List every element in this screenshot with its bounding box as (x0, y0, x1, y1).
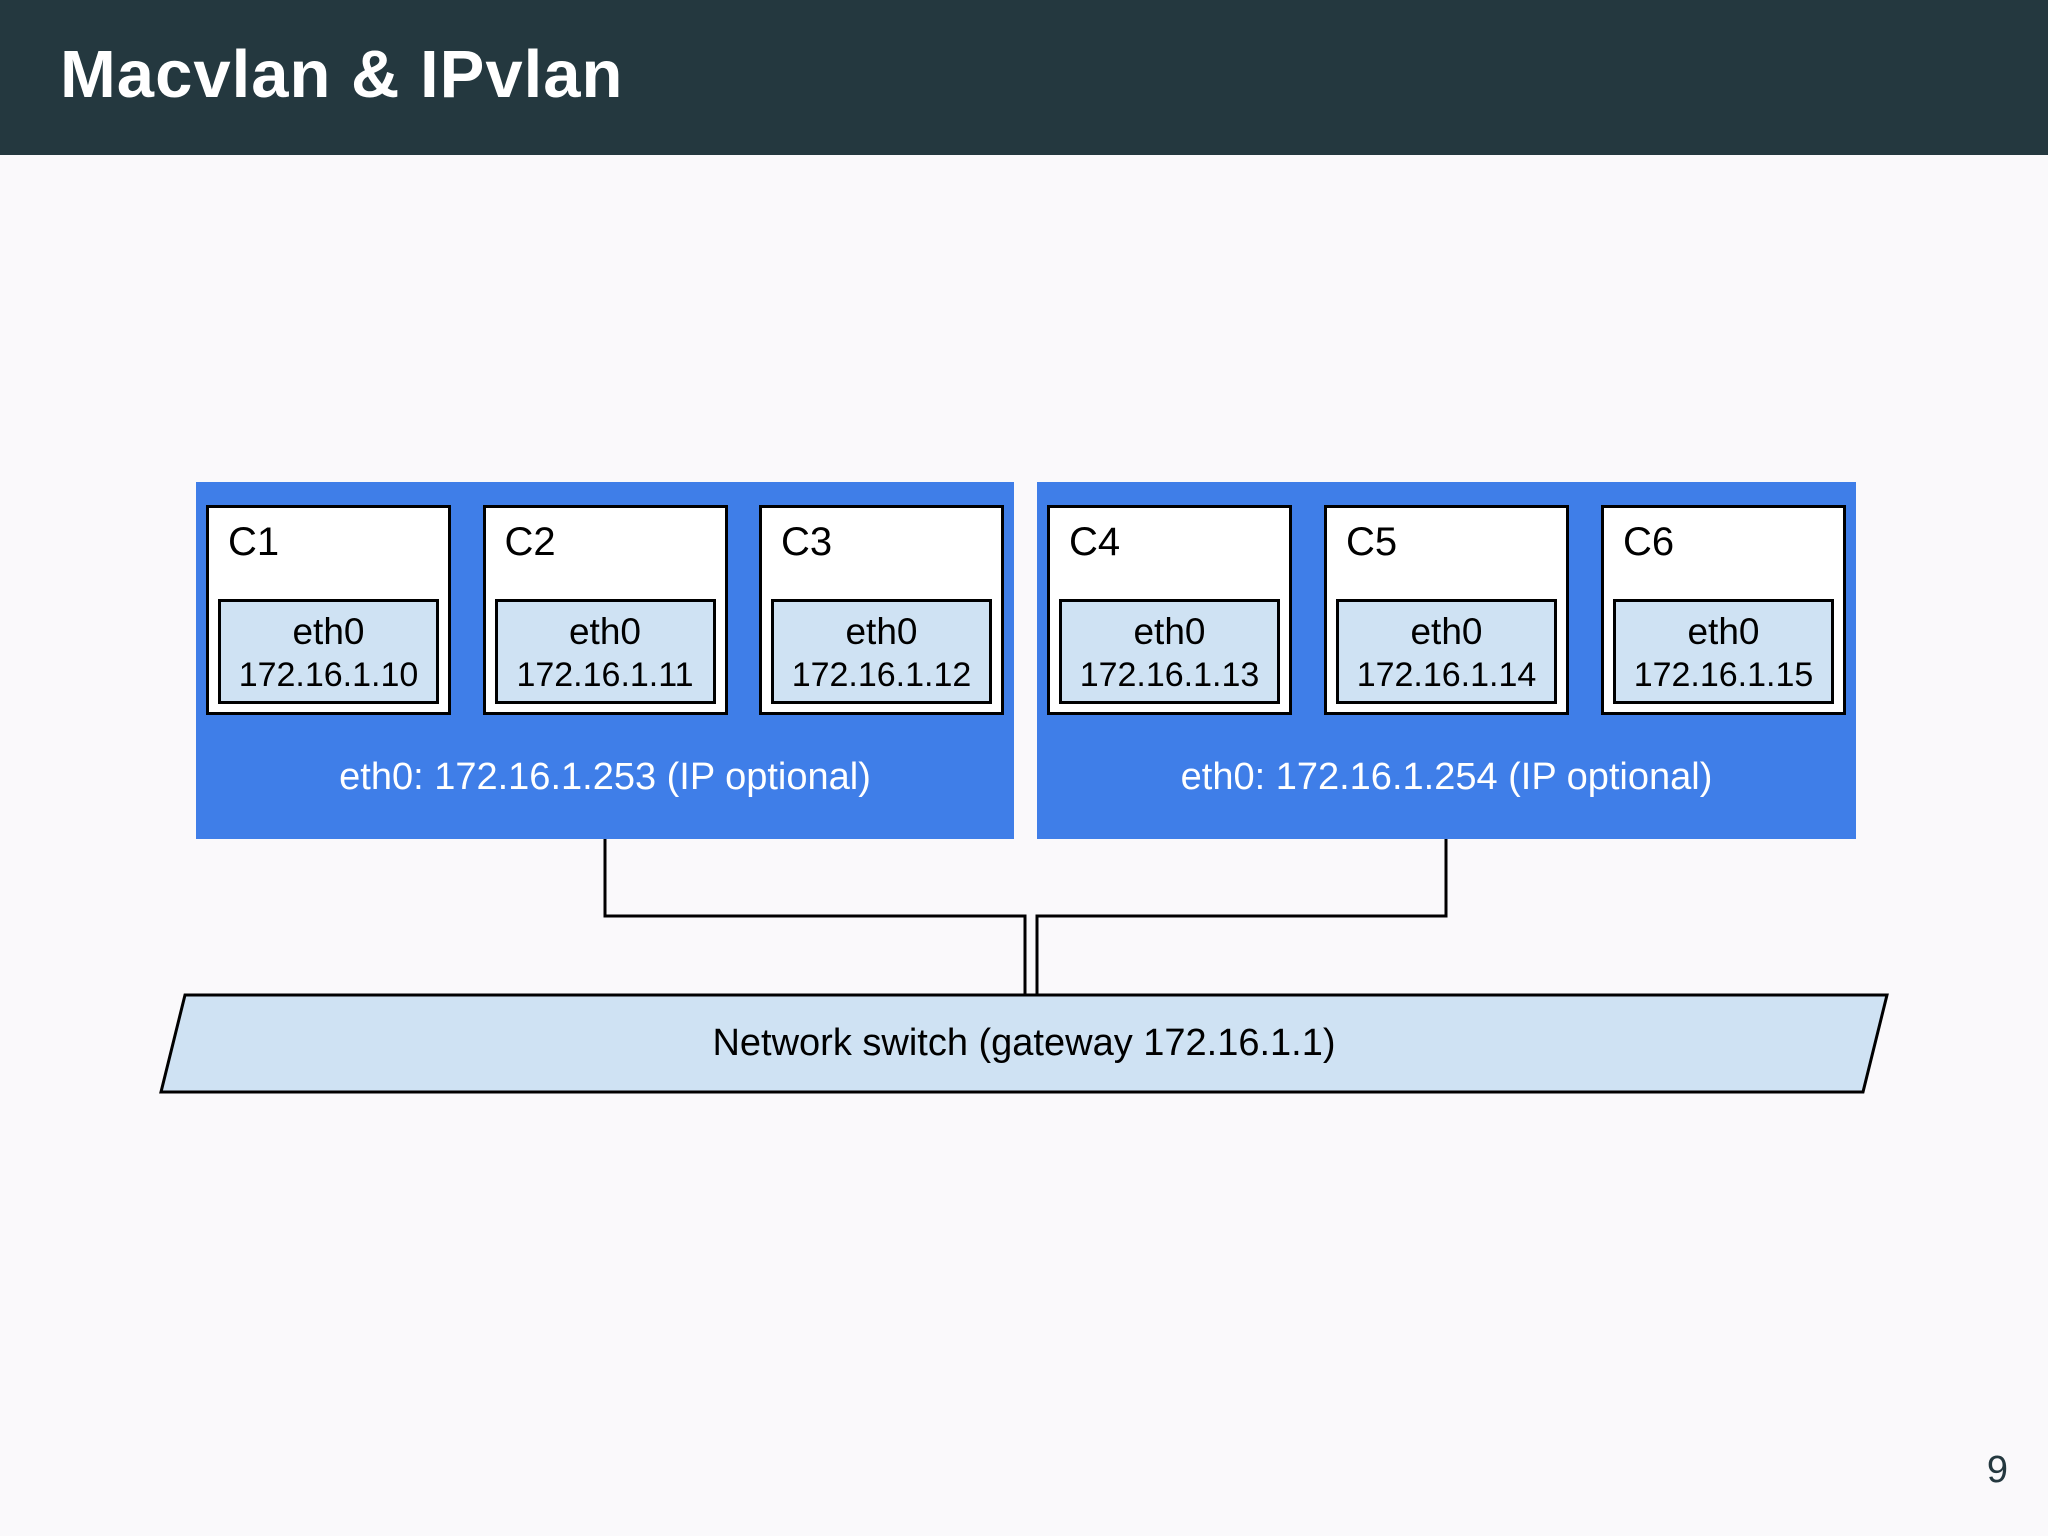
container-c1-nic: eth0 172.16.1.10 (218, 599, 439, 704)
connector-left-host-to-switch (603, 837, 1027, 995)
host-left-eth-label: eth0: 172.16.1.253 (IP optional) (339, 755, 871, 798)
nic-iface: eth0 (845, 610, 918, 652)
host-right-containers: C4 eth0 172.16.1.13 C5 eth0 172.16.1.14 … (1037, 482, 1856, 715)
container-name: C5 (1346, 520, 1398, 564)
container-c4-nic: eth0 172.16.1.13 (1059, 599, 1280, 704)
host-box-left: C1 eth0 172.16.1.10 C2 eth0 172.16.1.11 … (196, 482, 1014, 839)
container-c4: C4 eth0 172.16.1.13 (1047, 505, 1292, 715)
container-c6-nic: eth0 172.16.1.15 (1613, 599, 1834, 704)
nic-iface: eth0 (568, 610, 641, 652)
nic-iface: eth0 (292, 610, 365, 652)
container-name: C3 (781, 520, 833, 564)
connector-right-host-to-switch (1035, 837, 1448, 995)
page-number: 9 (1986, 1449, 2008, 1491)
nic-iface: eth0 (1410, 610, 1483, 652)
container-name: C1 (228, 520, 280, 564)
container-c1: C1 eth0 172.16.1.10 (206, 505, 451, 715)
host-box-right: C4 eth0 172.16.1.13 C5 eth0 172.16.1.14 … (1037, 482, 1856, 839)
network-switch-label: Network switch (gateway 172.16.1.1) (712, 1022, 1336, 1064)
network-switch-shape (159, 993, 1889, 1094)
nic-ip: 172.16.1.11 (516, 655, 694, 694)
host-right-eth-label: eth0: 172.16.1.254 (IP optional) (1180, 755, 1713, 798)
container-c2-nic: eth0 172.16.1.11 (494, 599, 716, 704)
container-name: C4 (1069, 520, 1121, 564)
container-name: C6 (1623, 520, 1675, 564)
host-left-containers: C1 eth0 172.16.1.10 C2 eth0 172.16.1.11 … (196, 482, 1014, 715)
nic-iface: eth0 (1687, 610, 1760, 652)
nic-ip: 172.16.1.12 (791, 655, 972, 694)
container-c3-nic: eth0 172.16.1.12 (771, 599, 992, 704)
nic-ip: 172.16.1.10 (238, 655, 419, 694)
nic-ip: 172.16.1.15 (1633, 655, 1814, 694)
container-name: C2 (504, 520, 556, 564)
container-c2: C2 eth0 172.16.1.11 (482, 505, 728, 715)
container-c6: C6 eth0 172.16.1.15 (1601, 505, 1846, 715)
nic-ip: 172.16.1.13 (1079, 655, 1260, 694)
title-bar: Macvlan & IPvlan (0, 0, 2048, 155)
nic-ip: 172.16.1.14 (1356, 655, 1537, 694)
container-c5-nic: eth0 172.16.1.14 (1336, 599, 1557, 704)
slide-title: Macvlan & IPvlan (60, 37, 624, 112)
container-c3: C3 eth0 172.16.1.12 (759, 505, 1004, 715)
nic-iface: eth0 (1133, 610, 1206, 652)
container-c5: C5 eth0 172.16.1.14 (1324, 505, 1569, 715)
